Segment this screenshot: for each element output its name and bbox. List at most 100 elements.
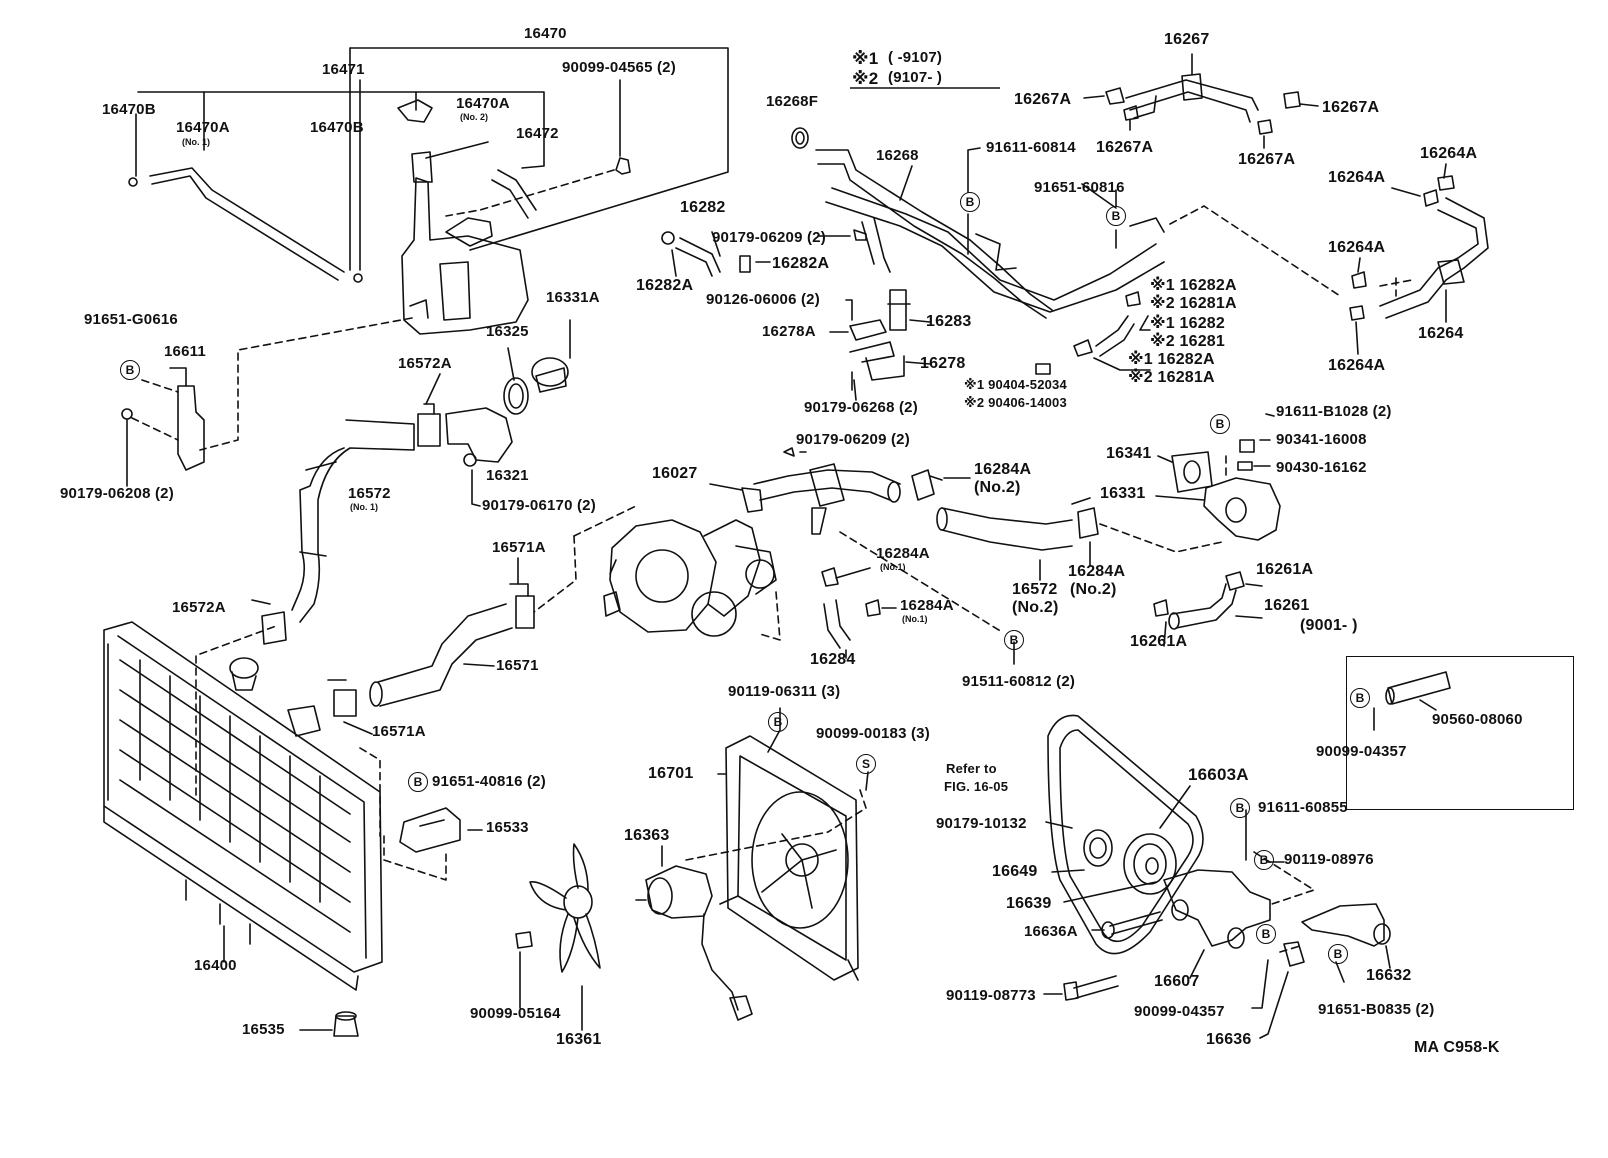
- hose-16572-no2: [936, 507, 1073, 551]
- part-label: 16267A: [1238, 151, 1296, 168]
- gasket-16278A: [845, 299, 887, 341]
- clamp-16282A-lower: [1073, 339, 1093, 357]
- part-sublabel: (No.1): [902, 614, 928, 624]
- bolt-16636: [1283, 941, 1305, 967]
- hose-16267: [1125, 73, 1259, 123]
- reservoir-tank: [397, 99, 529, 335]
- part-label: 90099-00183 (3): [816, 725, 930, 742]
- pipe-16278: [849, 341, 905, 381]
- turbo-unit: [603, 519, 777, 637]
- part-label: 16278: [920, 355, 966, 372]
- bolt-marker-icon: B: [1106, 206, 1126, 226]
- part-label: 90099-04357: [1134, 1003, 1225, 1020]
- part-label: 90179-06208 (2): [60, 485, 174, 502]
- part-label: 91651-B0835 (2): [1318, 1001, 1435, 1018]
- bolt-marker-icon: B: [768, 712, 788, 732]
- part-label: 90430-16162: [1276, 459, 1367, 476]
- part-label: 16264: [1418, 325, 1464, 342]
- part-label: ※1 16282A: [1150, 277, 1237, 294]
- hose-16282: [661, 231, 751, 277]
- inset-box: [1346, 656, 1574, 810]
- bolt-marker-icon: B: [1230, 798, 1250, 818]
- part-label: 90119-08773: [946, 987, 1036, 1004]
- bolt-marker-icon: B: [1254, 850, 1274, 870]
- part-label: (No.2): [1070, 581, 1117, 598]
- bolt-90404: [1035, 363, 1051, 375]
- part-label: 16267: [1164, 31, 1210, 48]
- part-label: ※2 16281A: [1128, 369, 1215, 386]
- part-sublabel: (No. 1): [350, 502, 378, 512]
- leader-16470: [349, 47, 729, 251]
- fan-shroud-16701: [719, 735, 859, 981]
- part-label: (No.2): [1012, 599, 1059, 616]
- bolt-marker-icon: B: [1350, 688, 1370, 708]
- drain-16535: [333, 1011, 359, 1037]
- part-label: 16282A: [636, 277, 694, 294]
- part-label: 16267A: [1014, 91, 1072, 108]
- part-label: 16636: [1206, 1031, 1252, 1048]
- part-label: 16361: [556, 1031, 602, 1048]
- part-label: 90560-08060: [1432, 711, 1523, 728]
- part-label: 16268: [876, 147, 919, 164]
- part-label: 16701: [648, 765, 694, 782]
- fan-motor-16363: [635, 865, 753, 1021]
- bolt-marker-icon: B: [408, 772, 428, 792]
- gasket-16341: [1171, 451, 1213, 493]
- part-label: 16636A: [1024, 923, 1078, 940]
- part-label: 16264A: [1328, 239, 1386, 256]
- part-label: 90179-10132: [936, 815, 1027, 832]
- part-label: 16282A: [772, 255, 830, 272]
- clamp-16284A-no2: [911, 469, 943, 501]
- note-range: ( -9107): [888, 49, 943, 66]
- inset-title: (9001- ): [1300, 617, 1358, 634]
- part-label: ※2 90406-14003: [964, 395, 1067, 410]
- part-label: 16535: [242, 1021, 285, 1038]
- part-label: 16400: [194, 957, 237, 974]
- part-label: ※1 16282: [1150, 315, 1225, 332]
- hose-16261: [1153, 571, 1245, 630]
- part-label: 90099-04357: [1316, 743, 1407, 760]
- hose-16284: [823, 599, 851, 649]
- water-inlet-16331: [1203, 439, 1281, 541]
- part-label: 91611-60814: [986, 139, 1076, 156]
- part-label: 16472: [516, 125, 559, 142]
- part-label: ※1 16282A: [1128, 351, 1215, 368]
- part-label: 16341: [1106, 445, 1152, 462]
- refer-text: Refer to: [946, 761, 997, 776]
- part-label: 16572: [348, 485, 391, 502]
- clamp-16572A-left: [251, 599, 287, 645]
- part-label: 16639: [1006, 895, 1052, 912]
- part-label: 16470A: [176, 119, 230, 136]
- part-label: 16571A: [372, 723, 426, 740]
- part-label: 16572A: [398, 355, 452, 372]
- bolt-marker-icon: B: [960, 192, 980, 212]
- gasket-16325: [503, 377, 529, 415]
- bolt-90119-08773: [1063, 975, 1119, 1001]
- note-mark: ※1: [852, 49, 879, 68]
- part-sublabel: (No. 1): [182, 137, 210, 147]
- thermostat-housing-16321: [445, 407, 513, 467]
- bracket-16632: [1301, 903, 1391, 947]
- part-label: 91651-G0616: [84, 311, 178, 328]
- part-label: 16331: [1100, 485, 1146, 502]
- v-belt: [1047, 714, 1204, 955]
- pipe-16283: [887, 289, 911, 331]
- pipe-16268: [815, 149, 1165, 319]
- part-label: 16325: [486, 323, 529, 340]
- part-label: 16470B: [102, 101, 156, 118]
- part-label: 91611-B1028 (2): [1276, 403, 1392, 420]
- part-label: ※2 16281: [1150, 333, 1225, 350]
- refer-text: FIG. 16-05: [944, 779, 1009, 794]
- part-label: 16607: [1154, 973, 1200, 990]
- reservoir-hose-no1: [128, 167, 363, 283]
- part-label: 16571: [496, 657, 539, 674]
- hose-16282-right: [1095, 315, 1135, 357]
- note-mark: ※2: [852, 69, 879, 88]
- part-label: 16284A: [1068, 563, 1126, 580]
- water-outlet-16027: [741, 463, 901, 535]
- part-label: 90099-05164: [470, 1005, 561, 1022]
- part-label: 16321: [486, 467, 529, 484]
- part-label: 16264A: [1420, 145, 1478, 162]
- part-label: 90126-06006 (2): [706, 291, 820, 308]
- part-label: 16470B: [310, 119, 364, 136]
